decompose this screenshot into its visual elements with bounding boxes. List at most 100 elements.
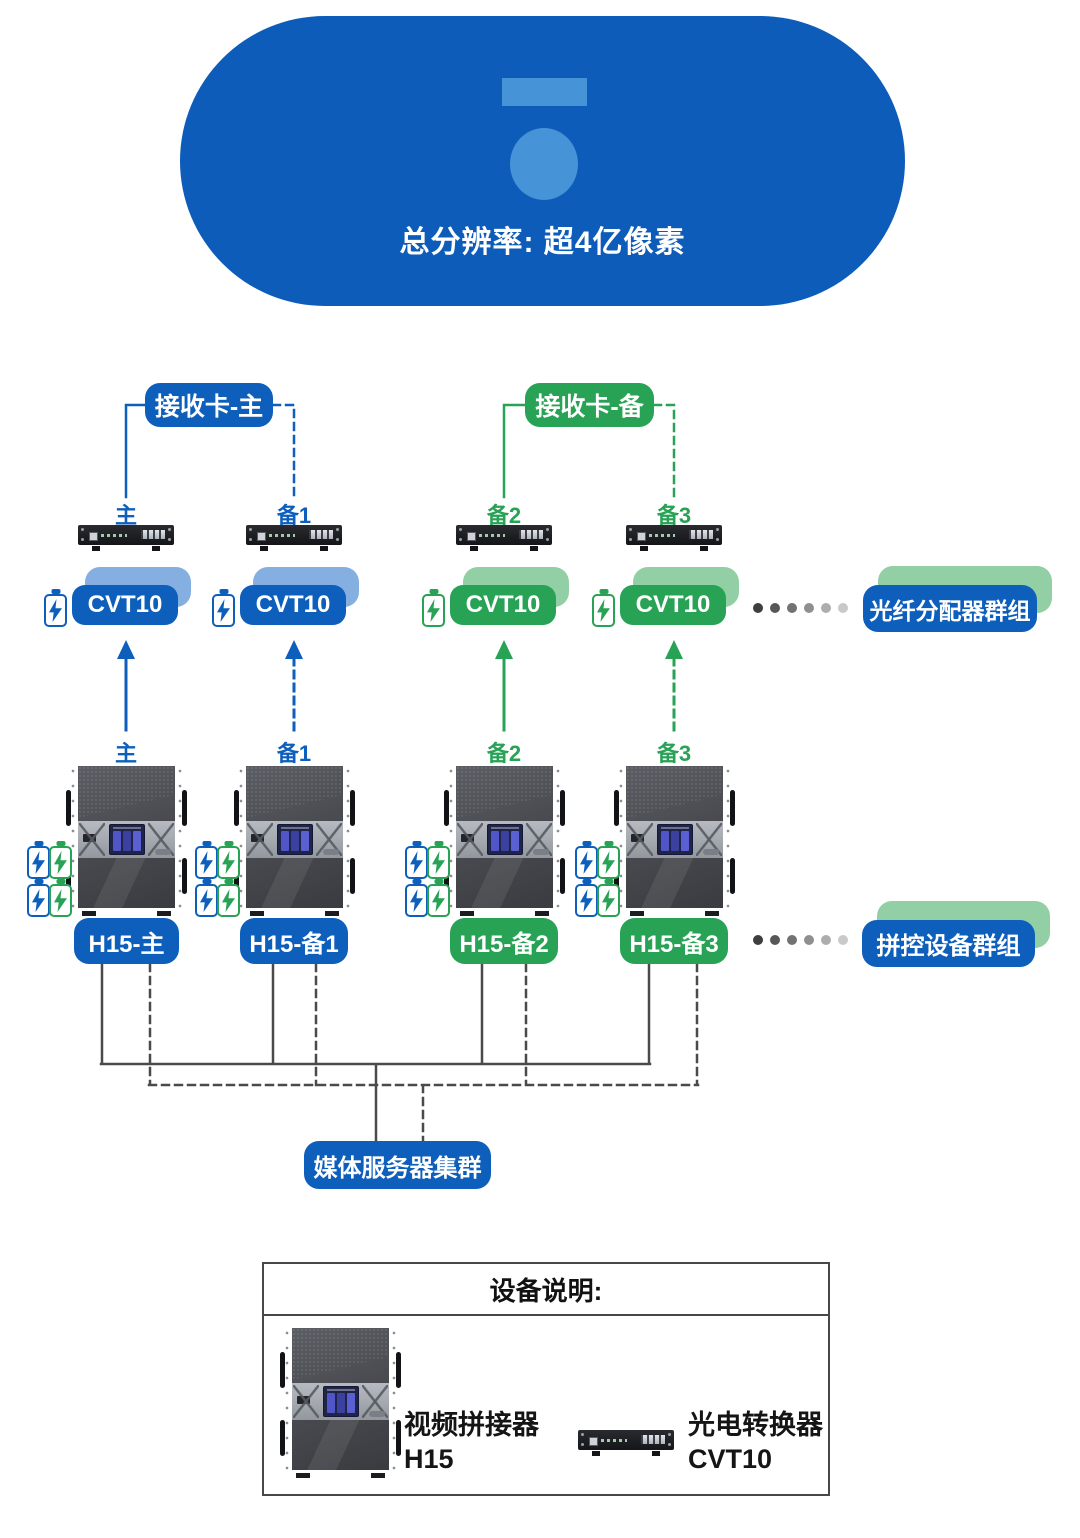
h15-label-main: H15-主 [74, 918, 179, 964]
lightning-icon [54, 889, 67, 912]
fiber-distributor-group-label: 光纤分配器群组 [863, 585, 1037, 632]
ellipsis-dot [753, 603, 763, 613]
lightning-icon [580, 889, 593, 912]
h15-tag-backup2: 备2 [486, 741, 522, 766]
cvt10-box-backup3: CVT10 [620, 585, 726, 625]
power-battery-icon [27, 884, 50, 917]
bus-dashed-media-server [147, 962, 700, 1143]
ellipsis-dot [838, 935, 848, 945]
rack-screen [323, 1386, 359, 1417]
power-battery-icon [422, 594, 445, 627]
lightning-icon [32, 889, 45, 912]
cvt-tag-backup1: 备1 [276, 503, 312, 528]
arrow-h15-backup1-to-cvt [285, 640, 303, 732]
link-receiver-backup-to-backup2 [502, 403, 527, 499]
h15-tag-backup3: 备3 [656, 741, 692, 766]
converter-device-backup1 [246, 525, 342, 551]
power-battery-icon [44, 594, 67, 627]
receiver-card-main-label: 接收卡-主 [145, 383, 273, 427]
ellipsis-dot [770, 935, 780, 945]
cvt10-box-main: CVT10 [72, 585, 178, 625]
cvt-tag-backup3: 备3 [656, 503, 692, 528]
lightning-icon [432, 889, 445, 912]
ellipsis-dot [821, 935, 831, 945]
ellipsis-dot [787, 603, 797, 613]
arrow-h15-backup2-to-cvt [495, 640, 513, 732]
arrow-h15-backup3-to-cvt [665, 640, 683, 732]
rack-screen [657, 824, 693, 855]
power-battery-icon [217, 884, 240, 917]
lightning-icon [597, 599, 610, 622]
h15-label-backup1: H15-备1 [240, 918, 348, 964]
h15-rack-backup2 [444, 764, 565, 916]
resolution-title: 总分辨率: 超4亿像素 [399, 226, 686, 259]
h15-label-backup2: H15-备2 [450, 918, 558, 964]
lightning-icon [54, 851, 67, 874]
legend-item-cvt10-model: CVT10 [688, 1444, 773, 1474]
lightning-icon [580, 851, 593, 874]
converter-device-chassis [78, 525, 174, 545]
converter-device-chassis [246, 525, 342, 545]
power-battery-icon [195, 846, 218, 879]
legend-item-h15-name: 视频拼接器 [404, 1410, 539, 1440]
legend-item-cvt10-name: 光电转换器 [688, 1410, 823, 1440]
legend-item-h15: 视频拼接器 H15 [404, 1408, 539, 1476]
cvt10-box-backup1: CVT10 [240, 585, 346, 625]
ellipsis-dot [804, 935, 814, 945]
h15-rack-backup1 [234, 764, 355, 916]
converter-device-chassis [456, 525, 552, 545]
legend-cvt10-device [578, 1430, 674, 1456]
converter-device-main [78, 525, 174, 551]
power-battery-icon [427, 846, 450, 879]
power-battery-icon [217, 846, 240, 879]
legend-h15-rack [280, 1326, 401, 1478]
lightning-icon [217, 599, 230, 622]
power-battery-icon [427, 884, 450, 917]
lightning-icon [410, 851, 423, 874]
lightning-icon [200, 889, 213, 912]
rack-screen [487, 824, 523, 855]
link-receiver-main-to-primary [124, 403, 147, 499]
cvt10-box-backup2: CVT10 [450, 585, 556, 625]
converter-device-backup3 [626, 525, 722, 551]
power-battery-icon [405, 846, 428, 879]
lightning-icon [32, 851, 45, 874]
h15-tag-backup1: 备1 [276, 741, 312, 766]
converter-device-chassis [578, 1430, 674, 1450]
banner-bar-shape [502, 78, 587, 106]
power-battery-icon [405, 884, 428, 917]
power-battery-icon [212, 594, 235, 627]
legend-item-h15-model: H15 [404, 1444, 454, 1474]
bus-solid-media-server [99, 962, 652, 1143]
power-battery-icon [592, 594, 615, 627]
h15-rack-backup3 [614, 764, 735, 916]
h15-rack-main [66, 764, 187, 916]
lightning-icon [432, 851, 445, 874]
lightning-icon [49, 599, 62, 622]
lightning-icon [602, 889, 615, 912]
ellipsis-dot [753, 935, 763, 945]
power-battery-icon [49, 846, 72, 879]
lightning-icon [200, 851, 213, 874]
power-battery-icon [27, 846, 50, 879]
power-battery-icon [195, 884, 218, 917]
legend-title: 设备说明: [264, 1264, 828, 1316]
ellipsis-dot [804, 603, 814, 613]
splicing-device-group-label: 拼控设备群组 [862, 920, 1035, 967]
lightning-icon [222, 851, 235, 874]
cvt-tag-backup2: 备2 [486, 503, 522, 528]
power-battery-icon [597, 846, 620, 879]
converter-device-backup2 [456, 525, 552, 551]
legend-item-cvt10: 光电转换器 CVT10 [688, 1408, 823, 1476]
rack-screen [277, 824, 313, 855]
power-battery-icon [575, 884, 598, 917]
lightning-icon [410, 889, 423, 912]
lightning-icon [602, 851, 615, 874]
lightning-icon [222, 889, 235, 912]
power-battery-icon [49, 884, 72, 917]
rack-screen [109, 824, 145, 855]
link-receiver-backup-to-backup3 [652, 403, 676, 499]
power-battery-icon [597, 884, 620, 917]
